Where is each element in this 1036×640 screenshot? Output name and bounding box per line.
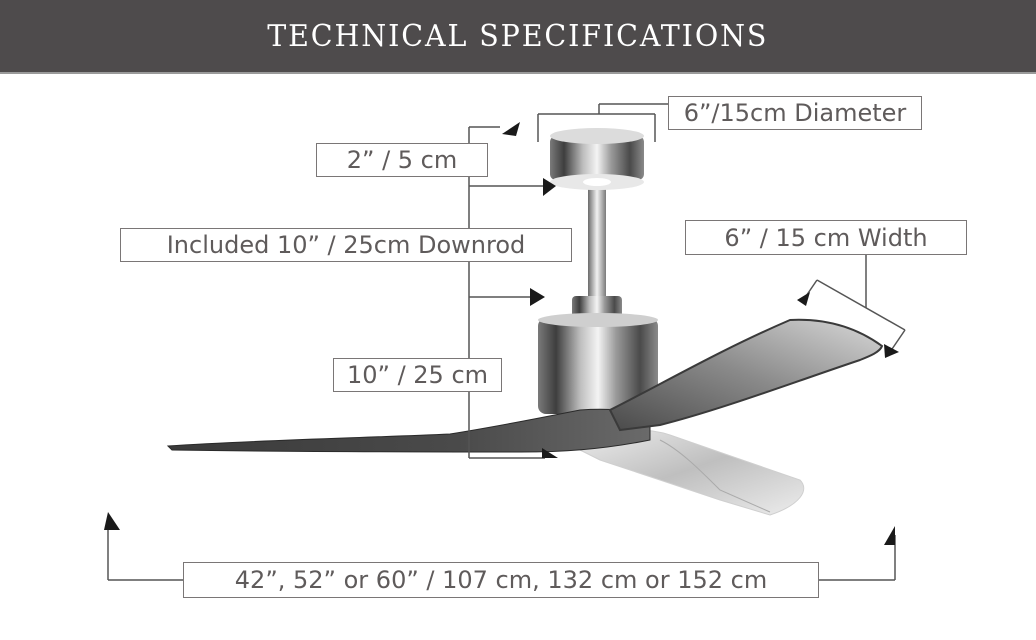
arrow-icon <box>502 122 520 136</box>
arrow-icon <box>104 512 120 530</box>
arrow-icon <box>797 292 810 306</box>
arrow-icon <box>542 448 558 458</box>
arrow-icon <box>884 526 895 545</box>
canopy-diameter-label: 6”/15cm Diameter <box>668 96 922 130</box>
fan-blade-left <box>166 408 651 453</box>
arrow-icon <box>530 288 545 306</box>
downrod-label: Included 10” / 25cm Downrod <box>120 228 572 262</box>
canopy <box>550 128 644 190</box>
blade-width-label: 6” / 15 cm Width <box>685 220 967 255</box>
downrod <box>588 182 606 302</box>
arrowheads <box>104 122 899 545</box>
blade-span-label: 42”, 52” or 60” / 107 cm, 132 cm or 152 … <box>183 562 819 598</box>
fan-blade-right <box>608 318 884 432</box>
arrow-icon <box>543 178 556 196</box>
header-banner: TECHNICAL SPECIFICATIONS <box>0 0 1036 74</box>
arrow-icon <box>884 344 899 358</box>
motor-height-label: 10” / 25 cm <box>333 358 502 392</box>
canopy-height-label: 2” / 5 cm <box>316 143 488 177</box>
page-title: TECHNICAL SPECIFICATIONS <box>267 18 769 54</box>
motor-housing <box>538 296 658 414</box>
